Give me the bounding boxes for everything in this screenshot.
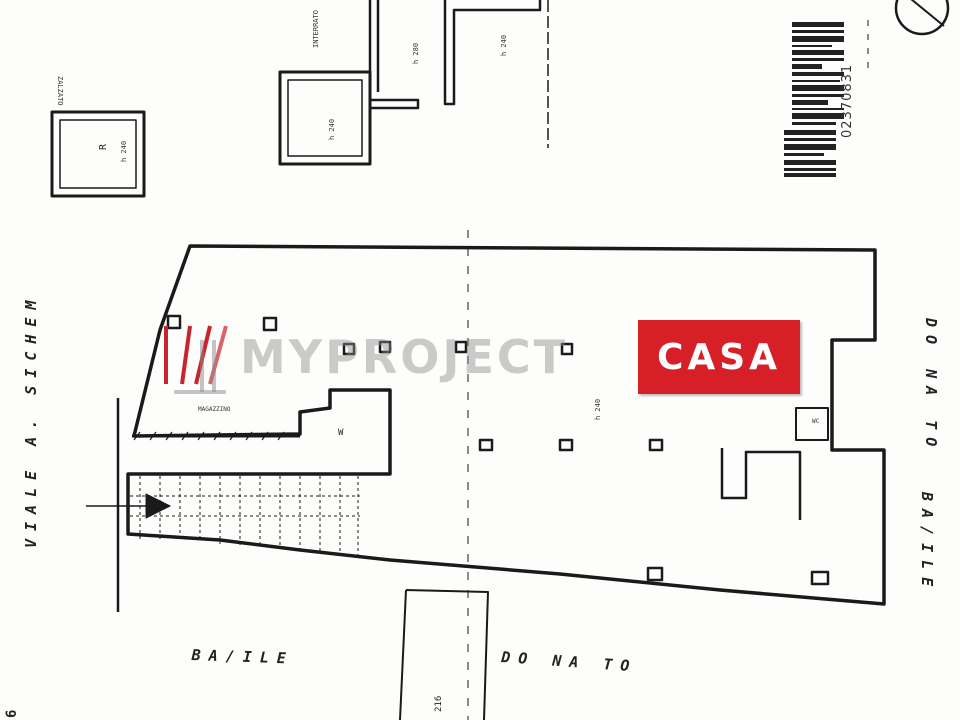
watermark-mark [164, 325, 228, 394]
entrance-number: 216 [434, 695, 444, 712]
barcode [784, 22, 844, 177]
north-arrow-icon [894, 0, 950, 36]
room-small-left [50, 110, 146, 198]
scribble-label-1: ZALZATO [56, 76, 64, 106]
street-label-left: VIALE A. SICHEM [22, 292, 40, 548]
room-code-5: h 240 [594, 398, 602, 420]
street-label-right-bottom: BA/ILE [918, 492, 936, 595]
small-label-1: MAGAZZINO [198, 406, 231, 413]
watermark-badge: CASA [638, 320, 800, 394]
scribble-label-2: INTERRATO [312, 10, 320, 48]
barcode-number: 02370831 [840, 63, 855, 138]
building-outline [126, 244, 886, 606]
room-basement-c [443, 0, 542, 106]
room-w-label: W [338, 428, 344, 438]
street-label-bottom: BA/ILE [191, 646, 295, 668]
room-wc-label: WC [812, 418, 820, 425]
corner-number: 6 [4, 709, 20, 718]
room-basement-a [278, 70, 372, 166]
street-label-right-top: DO NA TO [922, 318, 940, 455]
watermark-text: MYPROJECT [240, 330, 568, 384]
room-code-4: h 240 [500, 34, 508, 56]
room-basement-b [368, 0, 420, 110]
room-r-label: R [98, 143, 109, 150]
room-code-1: h 240 [120, 140, 128, 162]
room-code-2: h 240 [328, 118, 336, 140]
room-code-3: h 280 [412, 42, 420, 64]
